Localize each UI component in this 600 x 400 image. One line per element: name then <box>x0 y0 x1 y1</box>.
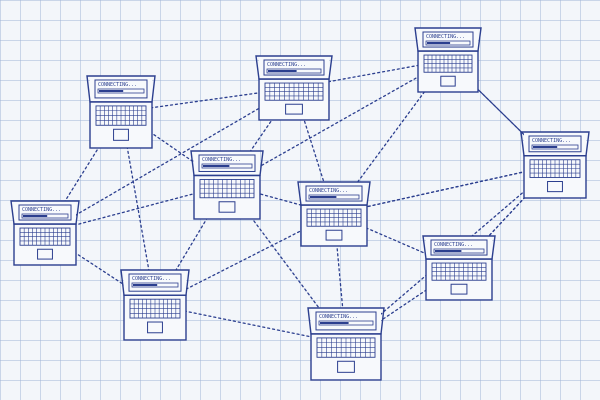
touchpad <box>450 283 468 295</box>
connecting-label: CONNECTING... <box>434 242 473 248</box>
progress-bar <box>318 320 374 326</box>
laptop-base <box>258 78 330 121</box>
progress-bar <box>131 282 179 288</box>
laptop-base <box>425 258 493 301</box>
progress-bar <box>97 88 145 94</box>
laptop-l3: CONNECTING... <box>120 269 190 341</box>
laptop-base <box>310 333 382 381</box>
touchpad <box>547 181 563 193</box>
touchpad <box>147 321 163 334</box>
laptop-base <box>523 155 587 199</box>
connecting-label: CONNECTING... <box>309 188 348 194</box>
touchpad <box>325 229 343 241</box>
connecting-label: CONNECTING... <box>22 207 61 213</box>
progress-bar <box>308 194 360 200</box>
connection-line <box>226 59 449 186</box>
laptop-l7: CONNECTING... <box>307 307 385 381</box>
laptop-l10: CONNECTING... <box>414 27 482 93</box>
laptop-base <box>417 50 479 93</box>
connecting-label: CONNECTING... <box>98 82 137 88</box>
laptop-l5: CONNECTING... <box>255 55 333 121</box>
connecting-label: CONNECTING... <box>202 157 241 163</box>
connecting-label: CONNECTING... <box>426 34 465 40</box>
laptop-l1: CONNECTING... <box>86 75 156 149</box>
laptop-base <box>193 174 261 220</box>
connecting-label: CONNECTING... <box>132 276 171 282</box>
connecting-label: CONNECTING... <box>532 138 571 144</box>
progress-bar <box>425 40 471 46</box>
connecting-label: CONNECTING... <box>267 62 306 68</box>
progress-bar <box>21 213 69 219</box>
laptop-nodes: CONNECTING... CONNECTING... CONNECTING... C… <box>10 27 590 381</box>
laptop-base <box>89 101 153 149</box>
progress-bar <box>201 163 253 169</box>
touchpad <box>218 201 236 213</box>
connection-line <box>44 87 295 234</box>
laptop-base <box>300 204 368 247</box>
touchpad <box>37 248 53 260</box>
progress-bar <box>433 248 485 254</box>
progress-bar <box>531 144 579 150</box>
laptop-base <box>123 294 187 341</box>
touchpad <box>440 75 456 87</box>
laptop-base <box>13 223 77 266</box>
connecting-label: CONNECTING... <box>319 314 358 320</box>
laptop-l8: CONNECTING... <box>422 235 496 301</box>
laptop-l9: CONNECTING... <box>520 131 590 199</box>
progress-bar <box>266 68 322 74</box>
laptop-l2: CONNECTING... <box>10 200 80 266</box>
touchpad <box>285 103 303 115</box>
touchpad <box>337 360 355 373</box>
touchpad <box>113 128 129 141</box>
laptop-l6: CONNECTING... <box>297 181 371 247</box>
connection-line <box>44 111 122 234</box>
laptop-l4: CONNECTING... <box>190 150 264 220</box>
